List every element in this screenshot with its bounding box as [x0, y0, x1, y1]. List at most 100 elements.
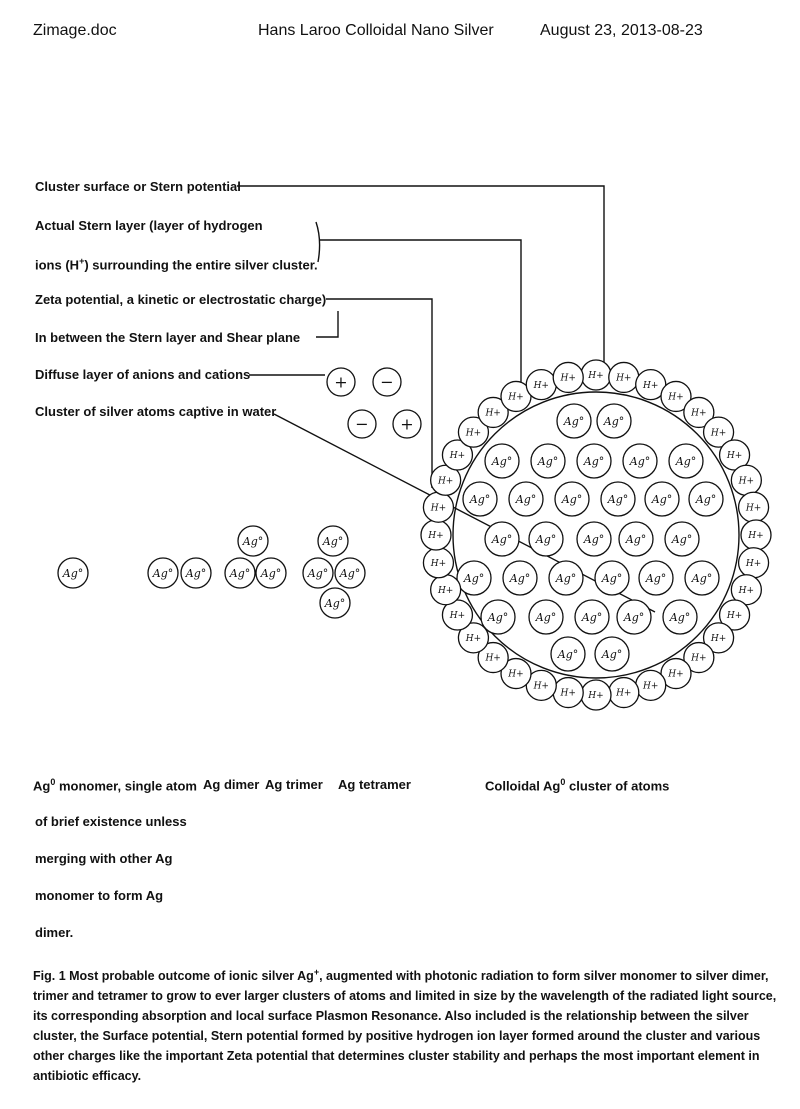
caption-note-1: of brief existence unless	[35, 814, 187, 829]
silver-atom: Ag°	[594, 560, 630, 596]
caption-cluster-post: cluster of atoms	[565, 778, 670, 794]
svg-text:Ag°: Ag°	[491, 533, 513, 546]
svg-text:H+: H+	[690, 654, 706, 664]
svg-text:H+: H+	[437, 476, 453, 486]
hydrogen-ion: H+	[429, 464, 462, 496]
svg-text:Ag°: Ag°	[675, 455, 697, 468]
hydrogen-ion: H+	[580, 679, 612, 711]
tetramer-atom: Ag°	[317, 525, 349, 557]
svg-text:H+: H+	[726, 451, 742, 461]
caption-monomer-pre: Ag	[33, 778, 51, 794]
svg-text:−: −	[380, 373, 393, 392]
svg-text:Ag°: Ag°	[691, 572, 713, 585]
svg-text:Ag°: Ag°	[623, 611, 645, 624]
svg-text:Ag°: Ag°	[607, 493, 629, 506]
hydrogen-ion: H+	[441, 439, 474, 471]
leader-stern-potential	[237, 185, 605, 372]
caption-cluster-sup: 0	[560, 777, 566, 787]
svg-text:H+: H+	[615, 374, 631, 384]
caption-tetramer: Ag tetramer	[338, 777, 411, 792]
svg-text:Ag°: Ag°	[557, 648, 579, 661]
tetramer-atom: Ag°	[334, 557, 366, 589]
cluster-atoms: Ag°Ag°Ag°Ag°Ag°Ag°Ag°Ag°Ag°Ag°Ag°Ag°Ag°A…	[456, 403, 724, 672]
svg-text:H+: H+	[560, 374, 576, 384]
hydrogen-ion: H+	[718, 599, 751, 631]
hydrogen-ion: H+	[608, 361, 640, 394]
hydrogen-ion: H+	[580, 359, 612, 391]
dimer-atom: Ag°	[147, 557, 179, 589]
hydrogen-ion: H+	[702, 416, 735, 448]
svg-text:H+: H+	[690, 409, 706, 419]
svg-text:H+: H+	[738, 586, 754, 596]
svg-text:Ag°: Ag°	[561, 493, 583, 506]
svg-text:H+: H+	[437, 586, 453, 596]
svg-text:H+: H+	[710, 634, 726, 644]
svg-text:Ag°: Ag°	[62, 567, 84, 580]
leader-stern-layer	[319, 239, 522, 393]
caption-note-2: merging with other Ag	[35, 851, 173, 866]
svg-text:H+: H+	[484, 654, 500, 664]
figure-caption: Fig. 1 Most probable outcome of ionic si…	[33, 962, 778, 1086]
svg-text:Ag°: Ag°	[229, 567, 251, 580]
hydrogen-ion: H+	[718, 439, 751, 471]
hydrogen-ion: H+	[660, 380, 692, 413]
silver-atom: Ag°	[484, 443, 520, 479]
svg-text:Ag°: Ag°	[491, 455, 513, 468]
leader-captive	[273, 413, 656, 613]
svg-text:Ag°: Ag°	[339, 567, 361, 580]
small-silver-clusters: Ag°Ag°Ag°Ag°Ag°Ag°Ag°Ag°Ag°Ag°	[57, 525, 366, 619]
hydrogen-ion: H+	[737, 547, 770, 579]
svg-text:Ag°: Ag°	[463, 572, 485, 585]
svg-text:+: +	[334, 373, 347, 392]
hydrogen-ion: H+	[457, 416, 490, 448]
svg-text:+: +	[400, 415, 413, 434]
svg-text:Ag°: Ag°	[603, 415, 625, 428]
hydrogen-ion: H+	[635, 669, 667, 702]
svg-text:Ag°: Ag°	[152, 567, 174, 580]
hydrogen-ion: H+	[477, 396, 509, 429]
silver-atom: Ag°	[684, 560, 720, 596]
svg-text:H+: H+	[726, 611, 742, 621]
silver-atom: Ag°	[576, 521, 612, 557]
tetramer-atom: Ag°	[319, 587, 351, 619]
hydrogen-ion: H+	[740, 519, 772, 551]
trimer-atom: Ag°	[224, 557, 256, 589]
hydrogen-ion: H+	[422, 491, 455, 523]
silver-atom: Ag°	[596, 403, 632, 439]
hydrogen-ion: H+	[608, 676, 640, 709]
silver-atom: Ag°	[668, 443, 704, 479]
svg-text:H+: H+	[449, 611, 465, 621]
caption-cluster-pre: Colloidal Ag	[485, 778, 561, 794]
svg-text:H+: H+	[587, 691, 603, 701]
svg-text:H+: H+	[465, 428, 481, 438]
label-between: In between the Stern layer and Shear pla…	[35, 330, 301, 345]
svg-text:Ag°: Ag°	[645, 572, 667, 585]
svg-text:H+: H+	[465, 634, 481, 644]
svg-text:H+: H+	[738, 476, 754, 486]
silver-atom: Ag°	[616, 599, 652, 635]
svg-text:Ag°: Ag°	[625, 533, 647, 546]
svg-text:−: −	[355, 415, 368, 434]
hydrogen-ion: H+	[457, 622, 490, 654]
hydrogen-ion: H+	[552, 361, 584, 394]
svg-text:H+: H+	[642, 381, 658, 391]
svg-text:Ag°: Ag°	[242, 535, 264, 548]
svg-text:H+: H+	[533, 682, 549, 692]
silver-atom: Ag°	[662, 599, 698, 635]
figure-caption-post: , augmented with photonic radiation to f…	[33, 969, 777, 1084]
caption-note-4: dimer.	[35, 925, 74, 940]
svg-text:H+: H+	[507, 393, 523, 403]
hydrogen-ion: H+	[737, 491, 770, 523]
silver-atom: Ag°	[574, 599, 610, 635]
svg-text:H+: H+	[642, 682, 658, 692]
label-stern-layer-2-post: ) surrounding the entire silver cluster.	[84, 257, 318, 273]
bracket-between	[316, 311, 339, 338]
hydrogen-ion-layer: H+H+H+H+H+H+H+H+H+H+H+H+H+H+H+H+H+H+H+H+…	[420, 359, 772, 711]
svg-text:Ag°: Ag°	[555, 572, 577, 585]
svg-text:Ag°: Ag°	[601, 648, 623, 661]
document-filename: Zimage.doc	[33, 22, 117, 39]
caption-trimer: Ag trimer	[265, 777, 323, 792]
svg-text:H+: H+	[430, 559, 446, 569]
svg-text:Ag°: Ag°	[671, 533, 693, 546]
silver-atom: Ag°	[528, 521, 564, 557]
